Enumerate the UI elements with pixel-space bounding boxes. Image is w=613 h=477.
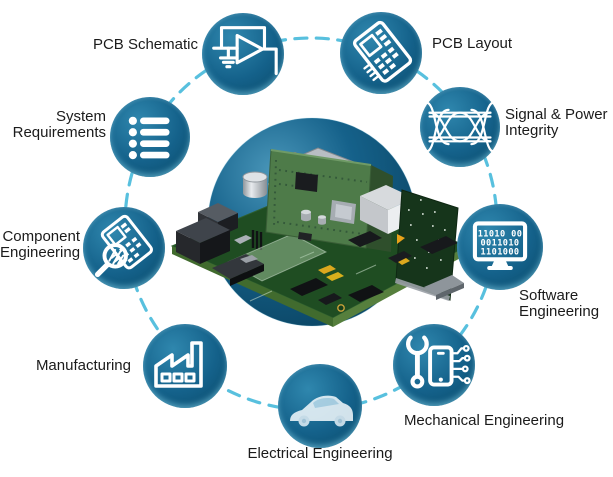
checklist-icon [128,116,170,160]
label-signal-power-integrity: Signal & Power Integrity [505,106,608,139]
node-signal-power-integrity [420,87,500,167]
binary-row: 11010 00 [478,229,523,239]
factory-icon [154,341,203,388]
node-system-requirements [110,97,190,177]
label-component-engineering: Component Engineering [0,228,81,261]
label-pcb-schematic: PCB Schematic [92,36,198,53]
node-manufacturing [143,324,227,408]
label-pcb-layout: PCB Layout [432,35,513,52]
label-manufacturing: Manufacturing [35,357,131,374]
pcb-3d-render [170,147,468,327]
opamp-circuit-icon [212,26,278,76]
label-electrical-engineering: Electrical Engineering [247,445,393,462]
binary-row: 0011010 [480,238,519,248]
label-mechanical-engineering: Mechanical Engineering [403,412,565,429]
wrench-phone-icon [406,335,471,389]
car-icon [290,395,353,427]
binary-monitor-icon: 11010 00 0011010 1101000 [472,221,528,271]
label-software-engineering: Software Engineering [519,287,600,320]
magnifier-pcb-icon [94,214,153,278]
node-pcb-schematic [202,13,284,95]
node-electrical-engineering [278,364,362,448]
node-pcb-layout [340,12,422,94]
node-component-engineering [83,207,165,289]
binary-row: 1101000 [480,248,519,258]
node-mechanical-engineering [393,324,475,406]
pcb-board-icon [352,20,413,83]
label-system-requirements: System Requirements [12,108,106,141]
node-software-engineering: 11010 00 0011010 1101000 [457,204,543,290]
eye-diagram-icon [424,101,496,153]
